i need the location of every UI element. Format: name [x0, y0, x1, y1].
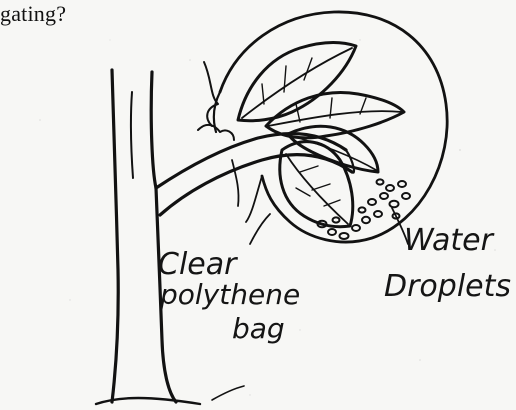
leaves: [238, 43, 404, 227]
bag-label-line2: polythene: [159, 278, 300, 311]
bag-label-line3: bag: [232, 312, 285, 345]
water-label-line1: Water: [404, 223, 495, 258]
water-label-line2: Droplets: [384, 269, 511, 304]
tree-trunk: [96, 70, 244, 404]
bag-label-line1: Clear: [158, 247, 238, 282]
